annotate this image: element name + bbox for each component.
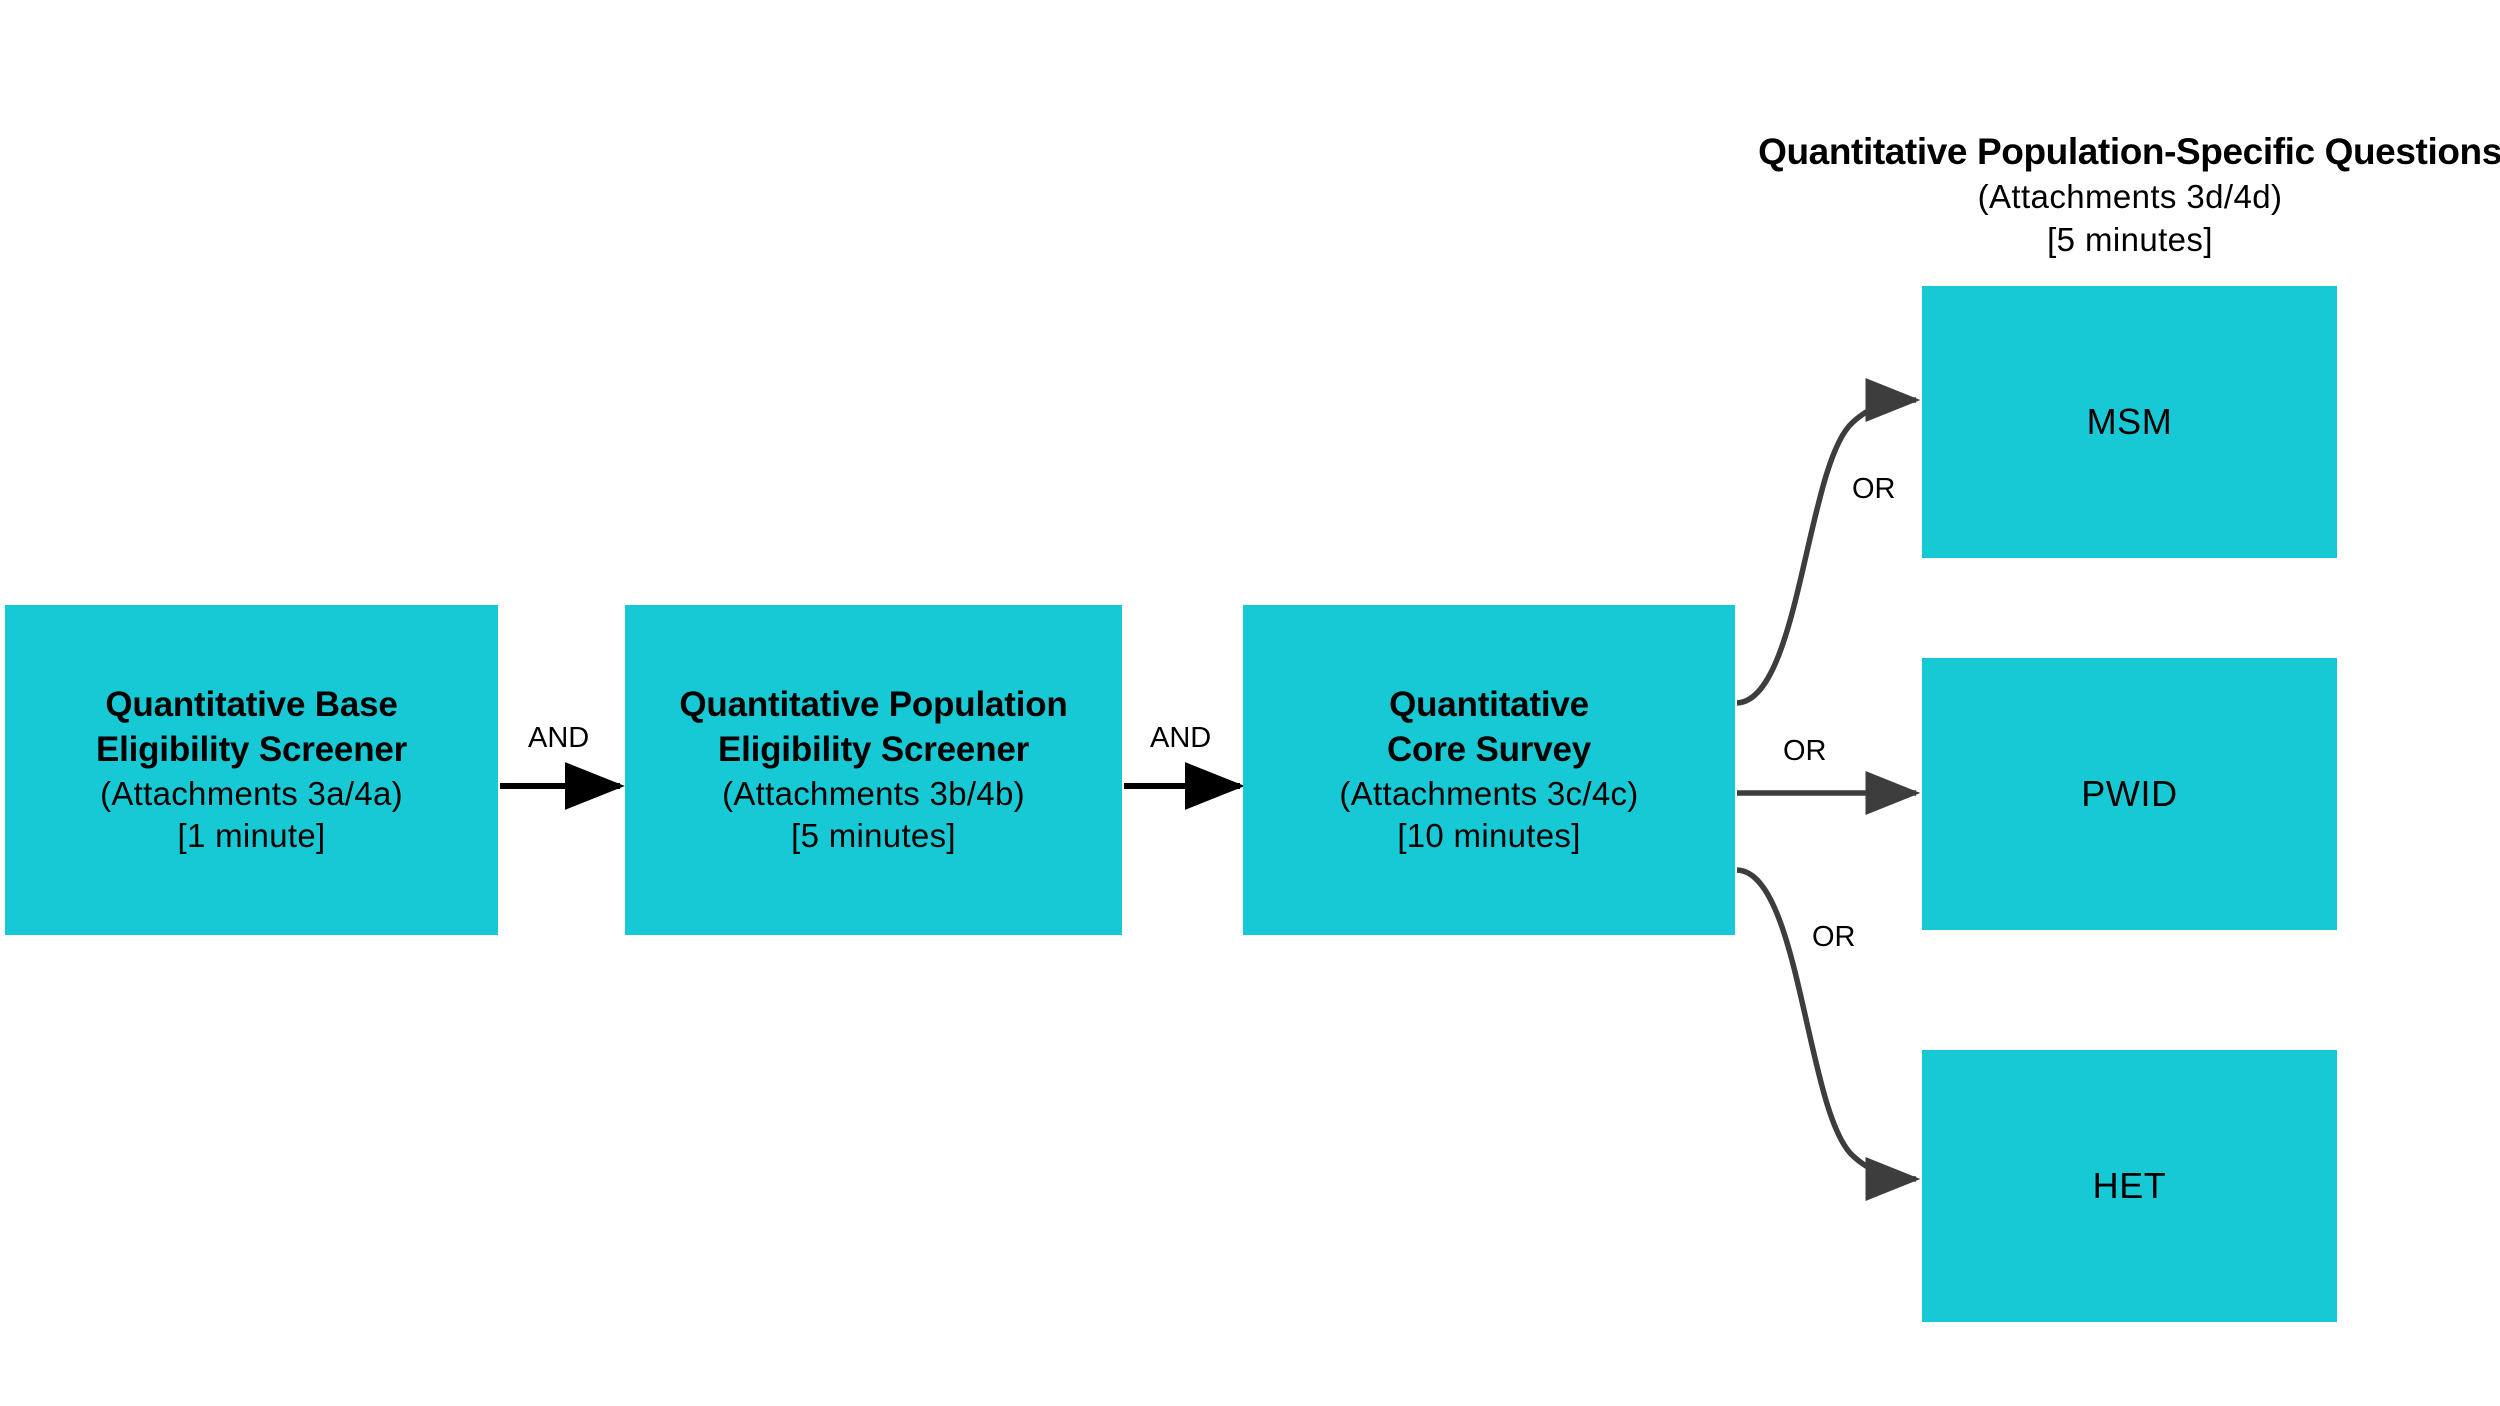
node-msm[interactable]: MSM (1922, 286, 2337, 558)
node-core-title-line1: Quantitative (1389, 684, 1589, 724)
edge-core-to-het (1736, 867, 1921, 1201)
edge-label-core-to-msm: OR (1852, 473, 1896, 505)
edge-core-to-msm (1736, 378, 1921, 706)
node-msm-label: MSM (2086, 400, 2173, 442)
node-population-title-line1: Quantitative Population (679, 684, 1068, 724)
edge-label-core-to-pwid: OR (1783, 735, 1827, 767)
node-base-attachments: (Attachments 3a/4a) (100, 774, 403, 812)
node-base-duration: [1 minute] (177, 816, 326, 854)
node-core-title-line2: Core Survey (1386, 729, 1591, 769)
node-core-survey[interactable]: Quantitative Core Survey (Attachments 3c… (1243, 605, 1735, 935)
edge-label-core-to-het: OR (1812, 921, 1856, 953)
population-questions-duration: [5 minutes] (2047, 220, 2213, 258)
node-pwid-label: PWID (2081, 772, 2178, 814)
edge-label-population-to-core: AND (1150, 722, 1212, 754)
node-het[interactable]: HET (1922, 1050, 2337, 1322)
node-base-title-line2: Eligibility Screener (95, 729, 408, 769)
population-questions-attachments: (Attachments 3d/4d) (1977, 178, 2283, 216)
edge-label-base-to-population: AND (528, 722, 590, 754)
node-core-attachments: (Attachments 3c/4c) (1339, 774, 1639, 812)
population-questions-heading: Quantitative Population-Specific Questio… (1700, 128, 2500, 262)
node-core-duration: [10 minutes] (1397, 816, 1581, 854)
node-base-eligibility-screener[interactable]: Quantitative Base Eligibility Screener (… (5, 605, 498, 935)
population-questions-title: Quantitative Population-Specific Questio… (1758, 131, 2500, 172)
node-population-duration: [5 minutes] (791, 816, 956, 854)
node-het-label: HET (2092, 1164, 2167, 1206)
node-population-eligibility-screener[interactable]: Quantitative Population Eligibility Scre… (625, 605, 1122, 935)
node-population-title-line2: Eligibility Screener (717, 729, 1030, 769)
node-pwid[interactable]: PWID (1922, 658, 2337, 930)
node-population-attachments: (Attachments 3b/4b) (722, 774, 1025, 812)
node-base-title-line1: Quantitative Base (105, 684, 398, 724)
